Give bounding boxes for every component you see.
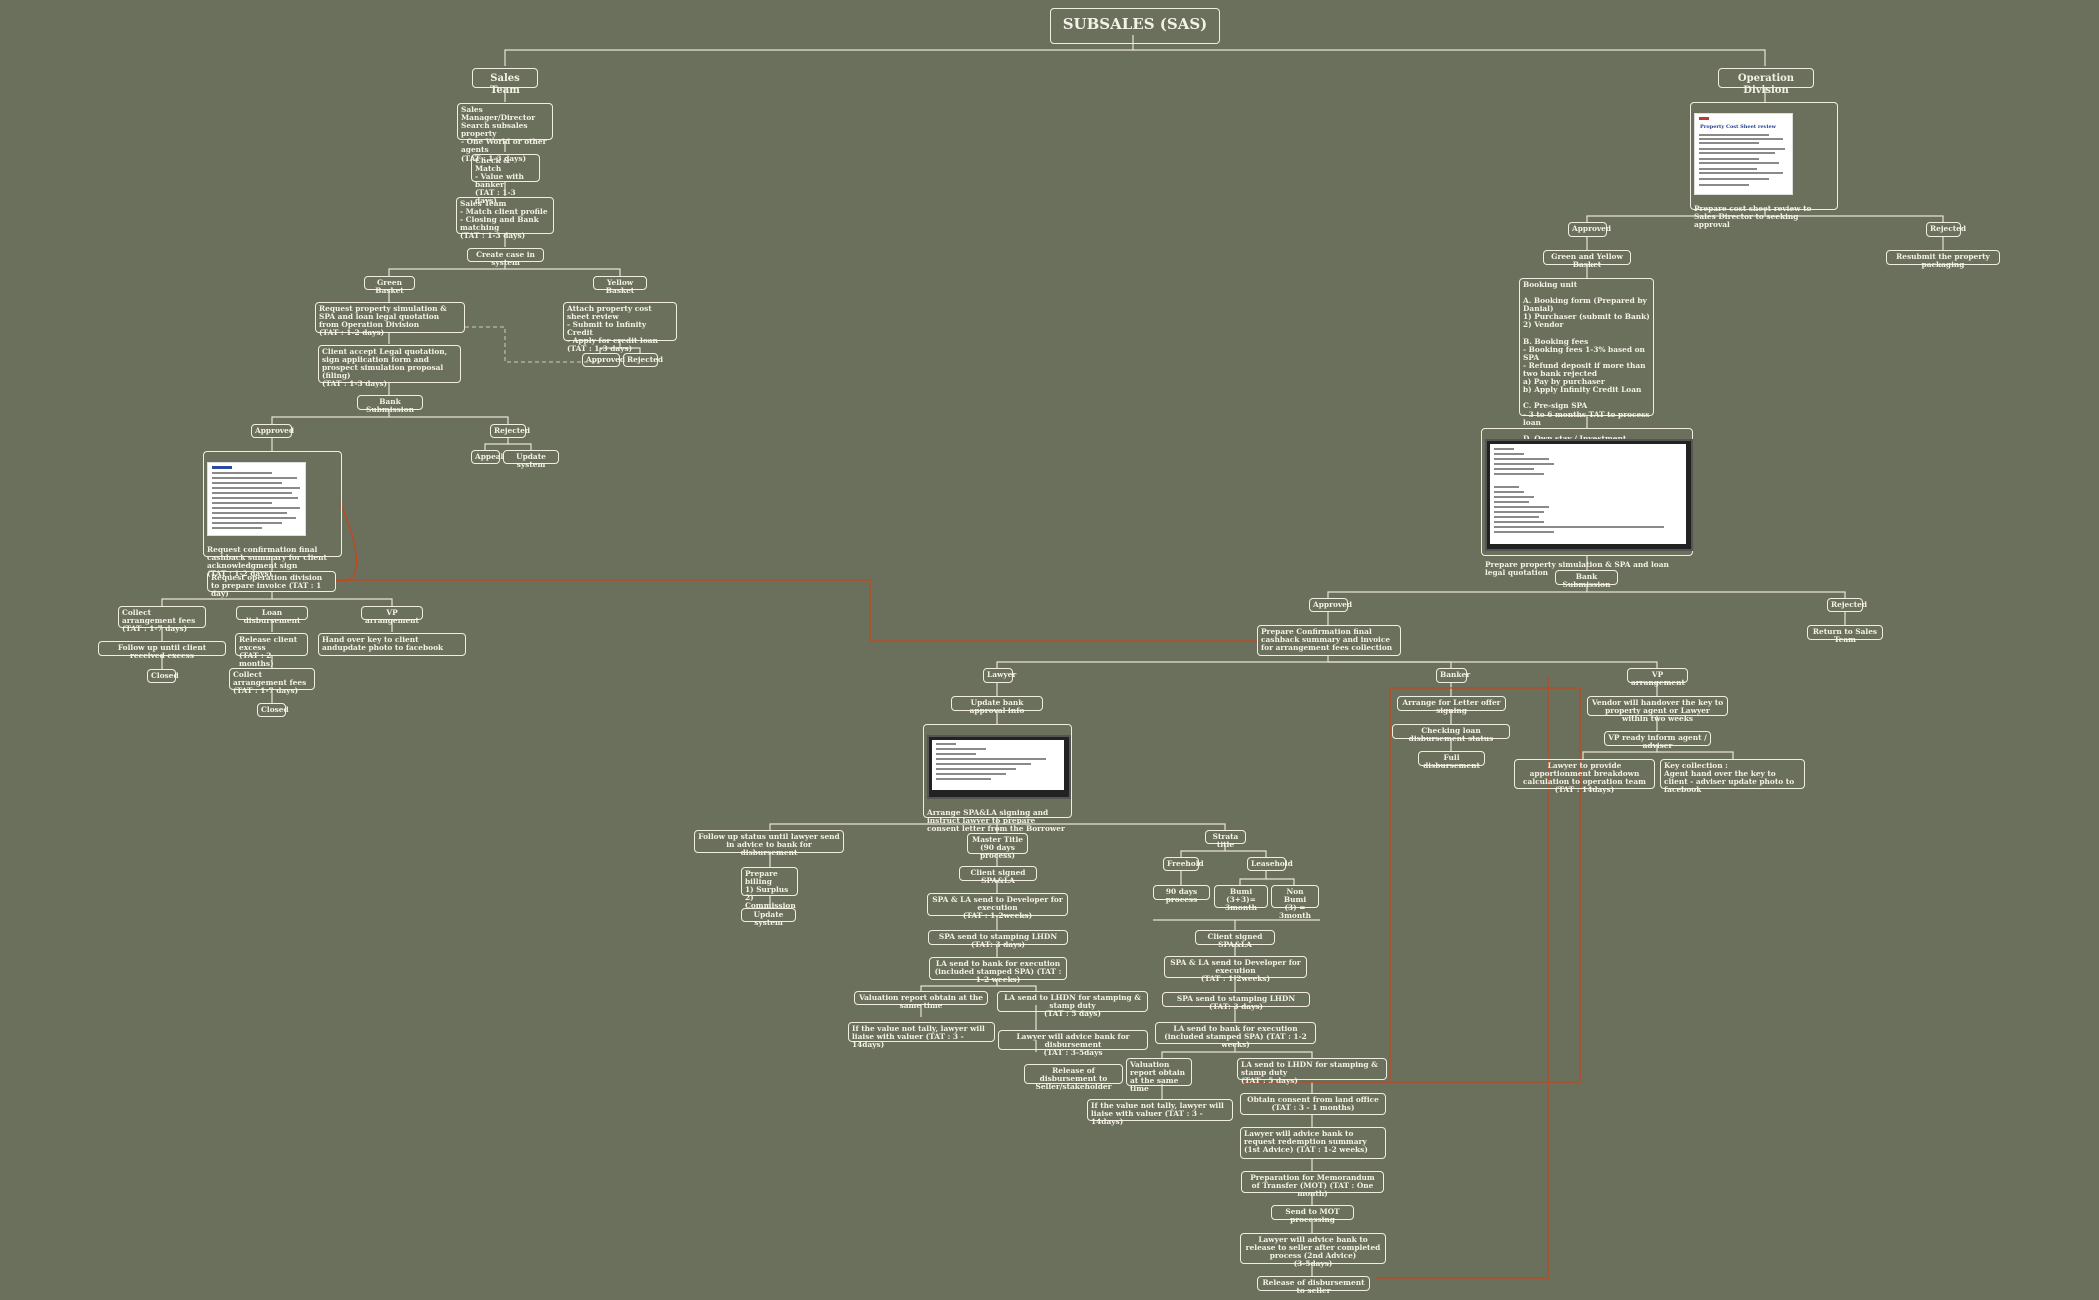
preparation-mot[interactable]: Preparation for Memorandum of Transfer (… [1241, 1171, 1384, 1198]
valuation-report[interactable]: Valuation report obtain at the same time [1126, 1058, 1192, 1093]
request-invoice[interactable]: Request operation division to prepare in… [207, 571, 336, 598]
checking-loan-status[interactable]: Checking loan disbursement status [1392, 724, 1510, 743]
client-accept-quotation[interactable]: Client accept Legal quotation, sign appl… [318, 345, 461, 388]
prepare-cost-sheet-label: Prepare cost sheet review to Sales Direc… [1694, 204, 1812, 230]
closed-1[interactable]: Closed [147, 669, 179, 683]
prepare-simulation-label: Prepare property simulation & SPA and lo… [1485, 560, 1669, 578]
op-vp-arrangement[interactable]: VP arrangement [1627, 668, 1688, 687]
vp-arrangement-sales[interactable]: VP arrangement [361, 606, 423, 625]
request-confirmation-label: Request confirmation final cashback summ… [207, 545, 327, 579]
client-signed-2[interactable]: Client signed SPA&LA [1195, 930, 1275, 949]
spa-stamping-2[interactable]: SPA send to stamping LHDN (TAT: 3 days) [1162, 992, 1310, 1011]
op-bank-submission[interactable]: Bank Submission [1555, 570, 1618, 589]
rejected[interactable]: Rejected [490, 424, 530, 438]
value-not-tally-1[interactable]: If the value not tally, lawyer will liai… [848, 1022, 995, 1049]
prepare-cost-sheet[interactable]: Property Cost Sheet review Prepare cost … [1690, 102, 1838, 229]
cashback-summary-thumbnail [207, 462, 306, 537]
lawyer-release-seller[interactable]: Lawyer will advice bank to release to se… [1240, 1233, 1386, 1268]
yellow-basket[interactable]: Yellow Basket [593, 276, 647, 295]
attach-cost-sheet[interactable]: Attach property cost sheet review - Subm… [563, 302, 677, 353]
sales-team-match[interactable]: Sales Team - Match client profile - Clos… [456, 197, 554, 240]
banker[interactable]: Banker [1436, 668, 1470, 683]
spa-signing-thumbnail [927, 735, 1071, 800]
prepare-confirmation[interactable]: Prepare Confirmation final cashback summ… [1257, 625, 1401, 656]
la-bank-execution-2[interactable]: LA send to bank for execution (included … [1155, 1022, 1316, 1049]
closed-2[interactable]: Closed [257, 703, 289, 717]
lawyer-update-system[interactable]: Update system [741, 908, 796, 927]
lawyer-advice-disbursement-1[interactable]: Lawyer will advice bank for disbursement… [998, 1030, 1148, 1057]
collect-arrangement-fees-2[interactable]: Collect arrangement fees (TAT : 1-7 days… [229, 668, 315, 695]
request-simulation[interactable]: Request property simulation & SPA and lo… [315, 302, 465, 337]
resubmit-packaging[interactable]: Resubmit the property packaging [1886, 250, 2000, 269]
update-system[interactable]: Update system [503, 450, 559, 469]
create-case[interactable]: Create case in system [467, 248, 544, 267]
bank-submission[interactable]: Bank Submission [357, 395, 423, 414]
arrange-spa-signing[interactable]: Arrange SPA&LA signing and instruct lawy… [923, 724, 1072, 833]
freehold[interactable]: Freehold [1163, 857, 1204, 871]
green-yellow-basket[interactable]: Green and Yellow Basket [1543, 250, 1631, 269]
spa-la-developer-2[interactable]: SPA & LA send to Developer for execution… [1164, 956, 1307, 983]
bs-approved[interactable]: Approved [1309, 598, 1352, 612]
collect-arrangement-fees[interactable]: Collect arrangement fees (TAT : 1-7 days… [118, 606, 206, 633]
sales-manager-search[interactable]: Sales Manager/Director Search subsales p… [457, 103, 553, 162]
master-title[interactable]: Master Title (90 days process) [967, 833, 1028, 860]
prepare-billing[interactable]: Prepare billing 1) Surplus 2) Commission [741, 867, 798, 910]
la-bank-execution-1[interactable]: LA send to bank for execution (included … [929, 957, 1067, 984]
leasehold[interactable]: Leasehold [1247, 857, 1293, 871]
value-not-tally-2[interactable]: If the value not tally, lawyer will liai… [1087, 1099, 1233, 1126]
op-rejected[interactable]: Rejected [1926, 222, 1966, 237]
sales-team-branch[interactable]: Sales Team [472, 68, 538, 96]
request-confirmation[interactable]: Request confirmation final cashback summ… [203, 451, 342, 578]
la-lhdn-stamping-2[interactable]: LA send to LHDN for stamping & stamp dut… [1237, 1058, 1387, 1085]
bumi[interactable]: Bumi (3+3)= 3month [1214, 885, 1268, 912]
yellow-rejected[interactable]: Rejected [623, 353, 663, 367]
arrange-spa-signing-label: Arrange SPA&LA signing and instruct lawy… [927, 808, 1065, 834]
cost-sheet-thumbnail: Property Cost Sheet review [1694, 113, 1793, 196]
key-collection[interactable]: Key collection : Agent hand over the key… [1660, 759, 1805, 794]
strata-title[interactable]: Strata title [1205, 830, 1246, 849]
return-sales-team[interactable]: Return to Sales Team [1807, 625, 1883, 644]
loan-disbursement[interactable]: Loan disbursement [236, 606, 308, 625]
obtain-land-consent[interactable]: Obtain consent from land office (TAT : 3… [1240, 1093, 1386, 1115]
root-title[interactable]: SUBSALES (SAS) [1050, 8, 1220, 44]
bs-rejected[interactable]: Rejected [1827, 598, 1867, 612]
follow-up-client[interactable]: Follow up until client received excess [98, 641, 226, 660]
prepare-simulation[interactable]: Prepare property simulation & SPA and lo… [1481, 428, 1693, 577]
ninety-days-process[interactable]: 90 days process [1153, 885, 1210, 904]
update-bank-approval[interactable]: Update bank approval info [951, 696, 1043, 715]
release-to-stakeholder[interactable]: Release of disbursement to Seller/stakeh… [1024, 1064, 1123, 1091]
release-client-excess[interactable]: Release client excess (TAT : 2 months) [235, 633, 308, 668]
lawyer[interactable]: Lawyer [983, 668, 1016, 683]
lawyer-apportionment[interactable]: Lawyer to provide apportionment breakdow… [1514, 759, 1655, 794]
green-basket[interactable]: Green Basket [364, 276, 415, 295]
send-mot-processing[interactable]: Send to MOT processing [1271, 1205, 1354, 1224]
check-and-match[interactable]: Check & Match - Value with banker (TAT :… [471, 154, 540, 205]
arrange-letter-offer[interactable]: Arrange for Letter offer signing [1397, 696, 1506, 715]
non-bumi[interactable]: Non Bumi (3) = 3month [1271, 885, 1319, 920]
spa-la-developer-1[interactable]: SPA & LA send to Developer for execution… [927, 893, 1068, 920]
full-disbursement[interactable]: Full disbursement [1418, 751, 1485, 770]
approved[interactable]: Approved [251, 424, 294, 438]
vendor-handover[interactable]: Vendor will handover the key to property… [1587, 696, 1728, 723]
simulation-thumbnail [1485, 439, 1693, 552]
booking-unit[interactable]: Booking unit A. Booking form (Prepared b… [1519, 278, 1654, 450]
cost-sheet-thumbnail-title: Property Cost Sheet review [1700, 124, 1776, 131]
hand-over-key[interactable]: Hand over key to client andupdate photo … [318, 633, 466, 656]
vp-ready[interactable]: VP ready inform agent / adviser [1604, 731, 1711, 750]
release-to-seller[interactable]: Release of disbursement to seller [1257, 1276, 1370, 1295]
operation-division-branch[interactable]: Operation Division [1718, 68, 1814, 96]
valuation-same-time[interactable]: Valuation report obtain at the same time [854, 991, 988, 1010]
follow-up-lawyer[interactable]: Follow up status until lawyer send in ad… [694, 830, 844, 857]
client-signed-1[interactable]: Client signed SPA&LA [959, 866, 1037, 885]
op-approved[interactable]: Approved [1568, 222, 1611, 237]
yellow-approved[interactable]: Approved [582, 353, 625, 367]
spa-stamping-1[interactable]: SPA send to stamping LHDN (TAT: 3 days) [928, 930, 1068, 949]
appeal[interactable]: Appeal [471, 450, 503, 464]
lawyer-redemption-summary[interactable]: Lawyer will advice bank to request redem… [1240, 1127, 1386, 1159]
la-lhdn-stamping-1[interactable]: LA send to LHDN for stamping & stamp dut… [997, 991, 1148, 1018]
